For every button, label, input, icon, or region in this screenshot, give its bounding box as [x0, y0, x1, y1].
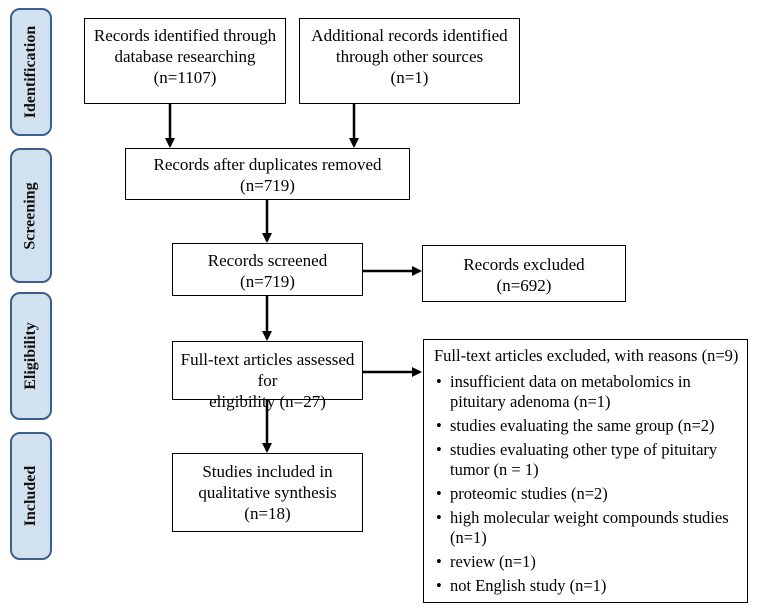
box-line: through other sources	[335, 47, 484, 66]
box-line: database researching	[114, 47, 256, 66]
phase-identification: Identification	[10, 8, 52, 136]
box-line: (n=1107)	[153, 68, 217, 87]
reasons-list: insufficient data on metabolomics in pit…	[434, 372, 741, 596]
box-line: (n=719)	[240, 176, 295, 195]
box-line: (n=692)	[496, 276, 552, 295]
box-records-screened: Records screened (n=719)	[172, 243, 363, 296]
reason-item: high molecular weight compounds studies …	[434, 508, 741, 548]
box-records-after-duplicates: Records after duplicates removed (n=719)	[125, 148, 410, 200]
box-line: Full-text articles assessed for	[180, 350, 355, 390]
box-fulltext-assessed: Full-text articles assessed for eligibil…	[172, 341, 363, 411]
box-records-identified-database: Records identified through database rese…	[84, 18, 286, 104]
reasons-title: Full-text articles excluded, with reason…	[434, 346, 739, 365]
box-records-excluded: Records excluded (n=692)	[422, 245, 626, 302]
reason-item: review (n=1)	[434, 552, 741, 572]
box-line: Records after duplicates removed	[153, 155, 382, 174]
reason-item: studies evaluating other type of pituita…	[434, 440, 741, 480]
box-line: Records excluded	[463, 255, 585, 274]
box-line: Additional records identified	[311, 26, 508, 45]
reason-item: proteomic studies (n=2)	[434, 484, 741, 504]
box-line: (n=18)	[244, 504, 291, 523]
box-line: Records identified through	[93, 26, 277, 45]
reason-item: insufficient data on metabolomics in pit…	[434, 372, 741, 412]
box-line: (n=719)	[240, 272, 295, 291]
phase-screening: Screening	[10, 148, 52, 283]
box-additional-records: Additional records identified through ot…	[299, 18, 520, 104]
reason-item: studies evaluating the same group (n=2)	[434, 416, 741, 436]
phase-included: Included	[10, 432, 52, 560]
box-line: Records screened	[207, 251, 328, 270]
box-line: qualitative synthesis	[198, 483, 337, 502]
box-line: (n=1)	[390, 68, 429, 87]
box-line: eligibility (n=27)	[209, 392, 326, 411]
phase-eligibility: Eligibility	[10, 292, 52, 420]
box-fulltext-excluded-reasons: Full-text articles excluded, with reason…	[423, 339, 748, 603]
box-studies-included: Studies included in qualitative synthesi…	[172, 453, 363, 532]
reason-item: not English study (n=1)	[434, 576, 741, 596]
box-line: Studies included in	[202, 462, 333, 481]
